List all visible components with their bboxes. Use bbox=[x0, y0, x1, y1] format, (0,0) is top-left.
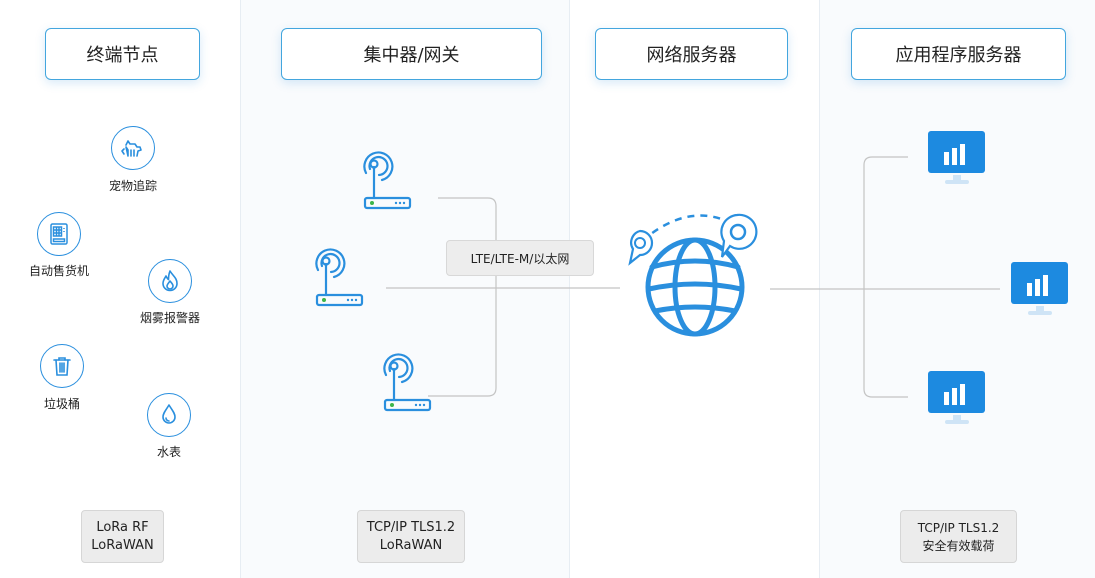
monitor-icon bbox=[1011, 262, 1068, 315]
protocol-line: TCP/IP TLS1.2 bbox=[917, 520, 1000, 535]
header-app-server-label: 应用程序服务器 bbox=[895, 45, 1022, 66]
trash-can-icon bbox=[40, 344, 84, 388]
protocol-line: LoRa RF bbox=[96, 519, 149, 535]
globe-icon bbox=[628, 213, 758, 337]
protocol-line: LoRaWAN bbox=[91, 537, 154, 553]
device-label-vending-machine: 自动售货机 bbox=[28, 264, 90, 278]
router-icon bbox=[383, 353, 432, 412]
monitor-icon bbox=[928, 131, 985, 184]
column-bg-gateway bbox=[241, 0, 570, 578]
water-meter-icon bbox=[147, 393, 191, 437]
protocol-line: 安全有效载荷 bbox=[922, 538, 995, 553]
router-icon bbox=[315, 248, 364, 307]
smoke-alarm-icon bbox=[148, 259, 192, 303]
header-end-nodes: 终端节点 bbox=[45, 28, 200, 80]
header-network-server-label: 网络服务器 bbox=[646, 45, 737, 66]
network-link-label: LTE/LTE-M/以太网 bbox=[446, 240, 594, 276]
monitor-icon bbox=[928, 371, 985, 424]
protocol-box-app-server: TCP/IP TLS1.2 安全有效载荷 bbox=[900, 510, 1017, 563]
protocol-line: TCP/IP TLS1.2 bbox=[366, 519, 456, 535]
column-divider bbox=[240, 0, 241, 578]
header-gateway: 集中器/网关 bbox=[281, 28, 542, 80]
router-icon bbox=[363, 151, 412, 210]
protocol-box-gateway: TCP/IP TLS1.2 LoRaWAN bbox=[357, 510, 465, 563]
network-link-label-text: LTE/LTE-M/以太网 bbox=[470, 251, 570, 266]
header-app-server: 应用程序服务器 bbox=[851, 28, 1066, 80]
protocol-line: LoRaWAN bbox=[379, 537, 443, 553]
header-network-server: 网络服务器 bbox=[595, 28, 788, 80]
vending-machine-icon bbox=[37, 212, 81, 256]
column-divider bbox=[569, 0, 570, 578]
header-end-nodes-label: 终端节点 bbox=[86, 45, 159, 66]
pet-tracker-icon bbox=[111, 126, 155, 170]
device-label-trash-can: 垃圾桶 bbox=[43, 397, 81, 411]
device-label-water-meter: 水表 bbox=[156, 445, 182, 459]
device-label-pet-tracker: 宠物追踪 bbox=[108, 179, 158, 193]
device-label-smoke-alarm: 烟雾报警器 bbox=[139, 311, 201, 325]
header-gateway-label: 集中器/网关 bbox=[363, 45, 460, 66]
protocol-box-end-nodes: LoRa RF LoRaWAN bbox=[81, 510, 164, 563]
